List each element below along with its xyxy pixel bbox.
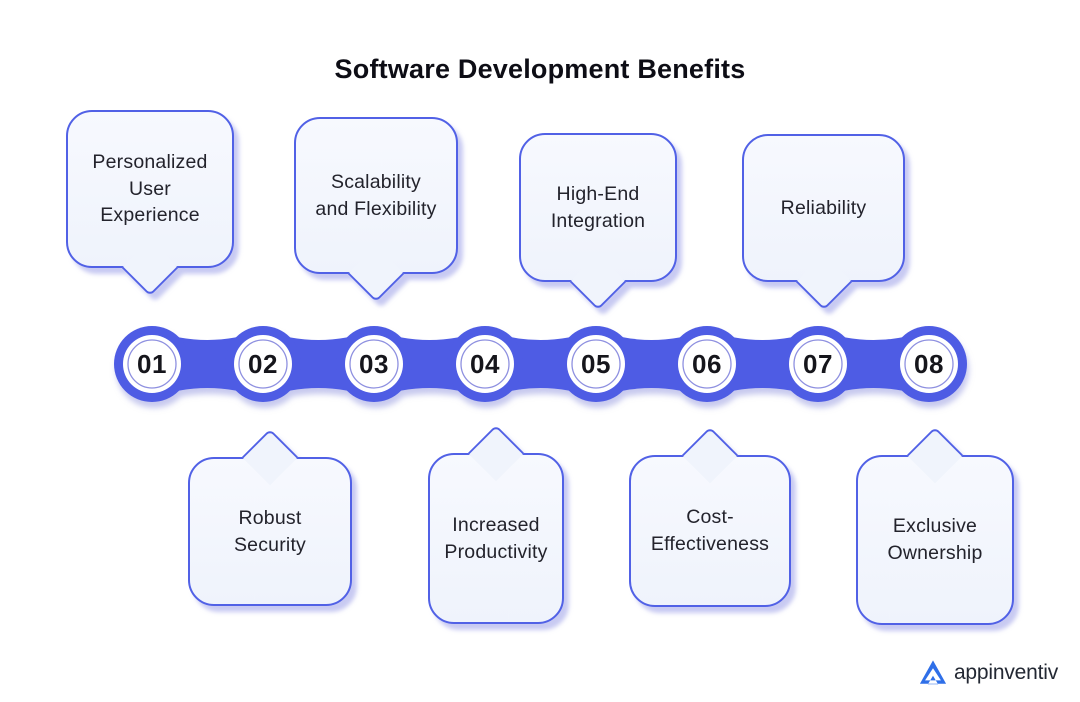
- bubble-body: Exclusive Ownership: [856, 455, 1014, 625]
- timeline-node-08: 08: [891, 326, 967, 402]
- timeline-node-03: 03: [336, 326, 412, 402]
- bubble-label: Reliability: [780, 196, 867, 219]
- benefit-bubble-08: Exclusive Ownership: [856, 426, 1014, 625]
- node-number: 02: [248, 349, 278, 379]
- benefit-bubble-05: High-End Integration: [519, 133, 677, 311]
- benefit-bubble-02: Robust Security: [188, 428, 352, 606]
- node-number: 03: [359, 349, 389, 379]
- node-number: 01: [137, 349, 167, 379]
- bubble-label: Exclusive Ownership: [887, 515, 983, 564]
- benefit-bubble-03: Scalability and Flexibility: [294, 117, 458, 303]
- node-number: 06: [692, 349, 722, 379]
- appinventiv-mark-icon: [919, 660, 947, 685]
- timeline-node-07: 07: [780, 326, 856, 402]
- benefit-bubble-04: Increased Productivity: [428, 424, 564, 624]
- timeline-node-06: 06: [669, 326, 745, 402]
- timeline-node-05: 05: [558, 326, 634, 402]
- benefit-bubble-06: Cost- Effectiveness: [629, 426, 791, 607]
- node-number: 08: [914, 349, 944, 379]
- bubble-label: Personalized User Experience: [92, 150, 208, 227]
- bubble-label: Robust Security: [233, 506, 307, 556]
- bubble-label: High-End Integration: [550, 182, 646, 232]
- bubble-label: Cost- Effectiveness: [650, 506, 770, 555]
- logo-wordmark: appinventiv: [953, 660, 1058, 684]
- node-number: 04: [470, 349, 500, 379]
- benefit-bubble-01: Personalized User Experience: [66, 110, 234, 297]
- timeline-node-02: 02: [225, 326, 301, 402]
- bubble-label: Scalability and Flexibility: [315, 170, 437, 220]
- node-number: 07: [803, 349, 833, 379]
- brand-logo: appinventiv: [919, 659, 1058, 686]
- timeline-node-01: 01: [114, 326, 190, 402]
- bubble-label: Increased Productivity: [444, 513, 548, 563]
- bubble-body: Increased Productivity: [428, 453, 564, 624]
- timeline-node-04: 04: [447, 326, 523, 402]
- benefit-bubble-07: Reliability: [742, 134, 905, 311]
- page-title: Software Development Benefits: [334, 54, 746, 84]
- bubble-body: Cost- Effectiveness: [629, 455, 791, 607]
- timeline-chain: 01 02 03 04 05 06 07: [114, 326, 967, 402]
- node-number: 05: [581, 349, 611, 379]
